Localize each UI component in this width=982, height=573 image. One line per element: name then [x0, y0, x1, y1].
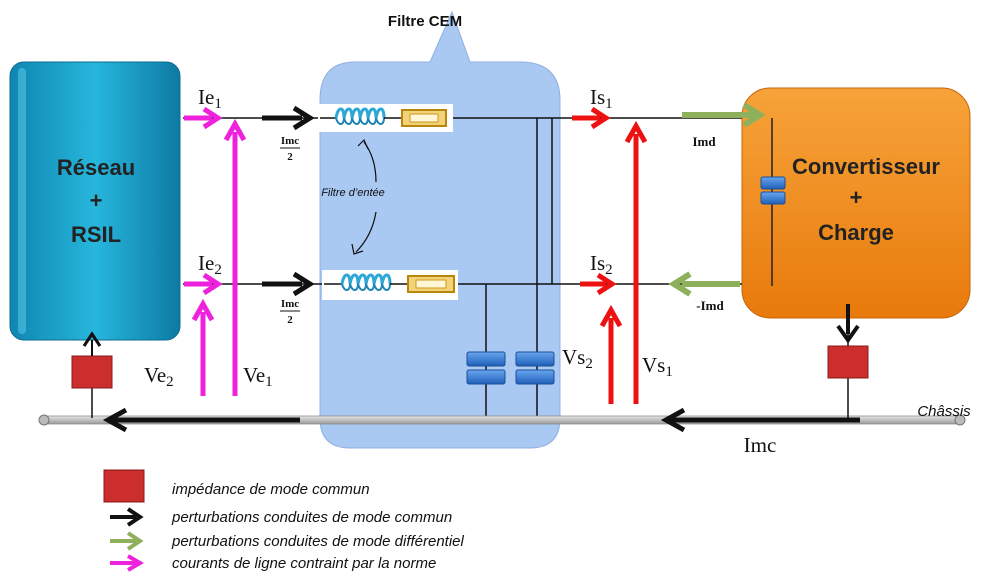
imc-half-bottom-fraction: Imc 2 — [280, 298, 300, 326]
ve1-arrow-icon — [223, 118, 247, 396]
neg-imd-label: -Imd — [696, 298, 724, 313]
network-label-line2: + — [90, 188, 103, 213]
impedance-left-arrowhead-icon — [82, 331, 102, 347]
converter-ground-arrow-icon — [836, 304, 860, 344]
imd-label: Imd — [692, 134, 716, 149]
legend-text-impedance: impédance de mode commun — [172, 481, 370, 498]
vs2-arrow-icon — [599, 304, 623, 404]
converter-block — [741, 87, 971, 319]
ie1-label: Ie1 — [198, 85, 222, 112]
imc-half-bottom-num: Imc — [281, 298, 299, 310]
converter-capacitor-icon — [760, 176, 786, 205]
ie1-arrow-icon — [184, 106, 223, 130]
cm-arrow-top-icon — [262, 105, 315, 131]
imc-label: Imc — [744, 433, 777, 457]
resistor-bottom-icon — [407, 275, 455, 293]
vs1-label: Vs1 — [642, 353, 673, 380]
network-label-line3: RSIL — [71, 222, 121, 247]
legend-text-differential-mode: perturbations conduites de mode différen… — [171, 533, 465, 550]
chassis-label: Châssis — [917, 403, 971, 420]
input-filter-pointer-arrows-icon — [351, 138, 377, 255]
impedance-right-icon — [827, 345, 869, 379]
ve2-label: Ve2 — [144, 363, 174, 390]
differential-mode-arrow-icon — [110, 531, 144, 551]
imc-half-bottom-den: 2 — [287, 314, 293, 326]
legend-text-common-mode: perturbations conduites de mode commun — [171, 509, 452, 526]
legend-item-common-mode: perturbations conduites de mode commun — [110, 507, 452, 527]
neg-imd-arrow-icon — [668, 271, 740, 297]
impedance-left-icon — [71, 355, 113, 389]
y-capacitor-left-icon — [466, 351, 506, 385]
ie2-arrow-icon — [184, 272, 223, 296]
converter-label-line3: Charge — [818, 220, 894, 245]
converter-label-line2: + — [850, 185, 863, 210]
ie2-label: Ie2 — [198, 251, 222, 278]
converter-label-line1: Convertisseur — [792, 154, 940, 179]
network-label-line1: Réseau — [57, 155, 135, 180]
y-capacitor-right-icon — [515, 351, 555, 385]
line-current-arrow-icon — [110, 554, 144, 572]
imc-half-top-fraction: Imc 2 — [280, 135, 300, 163]
filter-title: Filtre CEM — [388, 13, 462, 30]
common-mode-impedance-icon — [103, 469, 145, 503]
resistor-top-icon — [401, 109, 447, 127]
is1-arrow-icon — [572, 106, 611, 130]
ve1-label: Ve1 — [243, 363, 273, 390]
is1-label: Is1 — [590, 85, 613, 112]
cm-arrow-bottom-icon — [262, 271, 315, 297]
vs2-label: Vs2 — [562, 345, 593, 372]
imc-half-top-den: 2 — [287, 151, 293, 163]
imc-return-arrow-icon — [102, 407, 860, 433]
legend-item-impedance: impédance de mode commun — [103, 469, 370, 503]
imc-half-top-num: Imc — [281, 135, 299, 147]
ve2-arrow-icon — [191, 298, 215, 396]
legend-item-differential-mode: perturbations conduites de mode différen… — [110, 531, 465, 551]
is2-arrow-icon — [580, 272, 617, 296]
legend-text-line-current: courants de ligne contraint par la norme — [172, 555, 436, 572]
legend: impédance de mode commun perturbations c… — [103, 469, 465, 572]
legend-item-line-current: courants de ligne contraint par la norme — [110, 554, 436, 572]
vs1-arrow-icon — [624, 120, 648, 404]
is2-label: Is2 — [590, 251, 613, 278]
input-filter-label: Filtre d’entée — [321, 187, 385, 199]
common-mode-arrow-icon — [110, 507, 144, 527]
imd-arrow-icon — [682, 102, 766, 128]
